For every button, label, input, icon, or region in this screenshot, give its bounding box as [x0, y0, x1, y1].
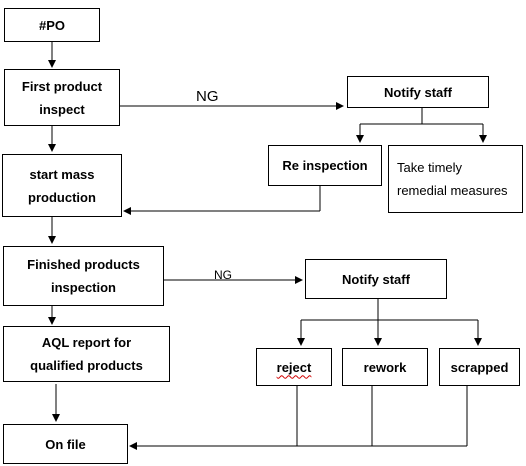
- node-reject-text: reject: [276, 359, 312, 375]
- node-rework: rework: [342, 348, 428, 386]
- node-rework-text: rework: [363, 359, 407, 375]
- node-on-file: On file: [3, 424, 128, 464]
- ng-label-top: NG: [196, 88, 219, 105]
- node-notify-staff-1: Notify staff: [347, 76, 489, 108]
- node-aql-report-line1: AQL report for: [41, 335, 132, 350]
- node-scrapped-text: scrapped: [450, 359, 509, 375]
- node-po: #PO: [4, 8, 100, 42]
- node-on-file-text: On file: [45, 436, 86, 452]
- ng-label-bottom: NG: [214, 268, 232, 282]
- node-first-product-inspect-line2: inspect: [39, 101, 85, 117]
- node-po-text: #PO: [38, 17, 65, 33]
- node-scrapped: scrapped: [439, 348, 520, 386]
- node-finished-products-inspection-line2: inspection: [50, 280, 116, 295]
- node-aql-report-line2: qualified products: [30, 358, 143, 373]
- node-remedial-measures: Take timely remedial measures: [388, 145, 523, 213]
- node-re-inspection-text: Re inspection: [282, 158, 368, 173]
- node-finished-products-inspection-line1: Finished products: [27, 257, 140, 272]
- node-remedial-measures-line1: Take timely: [397, 160, 463, 175]
- node-first-product-inspect: First product inspect: [4, 69, 120, 126]
- node-notify-staff-1-text: Notify staff: [384, 84, 452, 100]
- node-reject: reject: [256, 348, 332, 386]
- node-start-mass-production: start mass production: [2, 154, 122, 217]
- node-notify-staff-2-text: Notify staff: [342, 271, 410, 287]
- node-finished-products-inspection: Finished products inspection: [3, 246, 164, 306]
- node-re-inspection: Re inspection: [268, 145, 382, 186]
- node-notify-staff-2: Notify staff: [305, 259, 447, 299]
- node-start-mass-production-line1: start mass: [29, 166, 95, 182]
- node-start-mass-production-line2: production: [28, 189, 96, 205]
- node-remedial-measures-line2: remedial measures: [397, 183, 508, 198]
- node-first-product-inspect-line1: First product: [21, 78, 103, 94]
- node-aql-report: AQL report for qualified products: [3, 326, 170, 382]
